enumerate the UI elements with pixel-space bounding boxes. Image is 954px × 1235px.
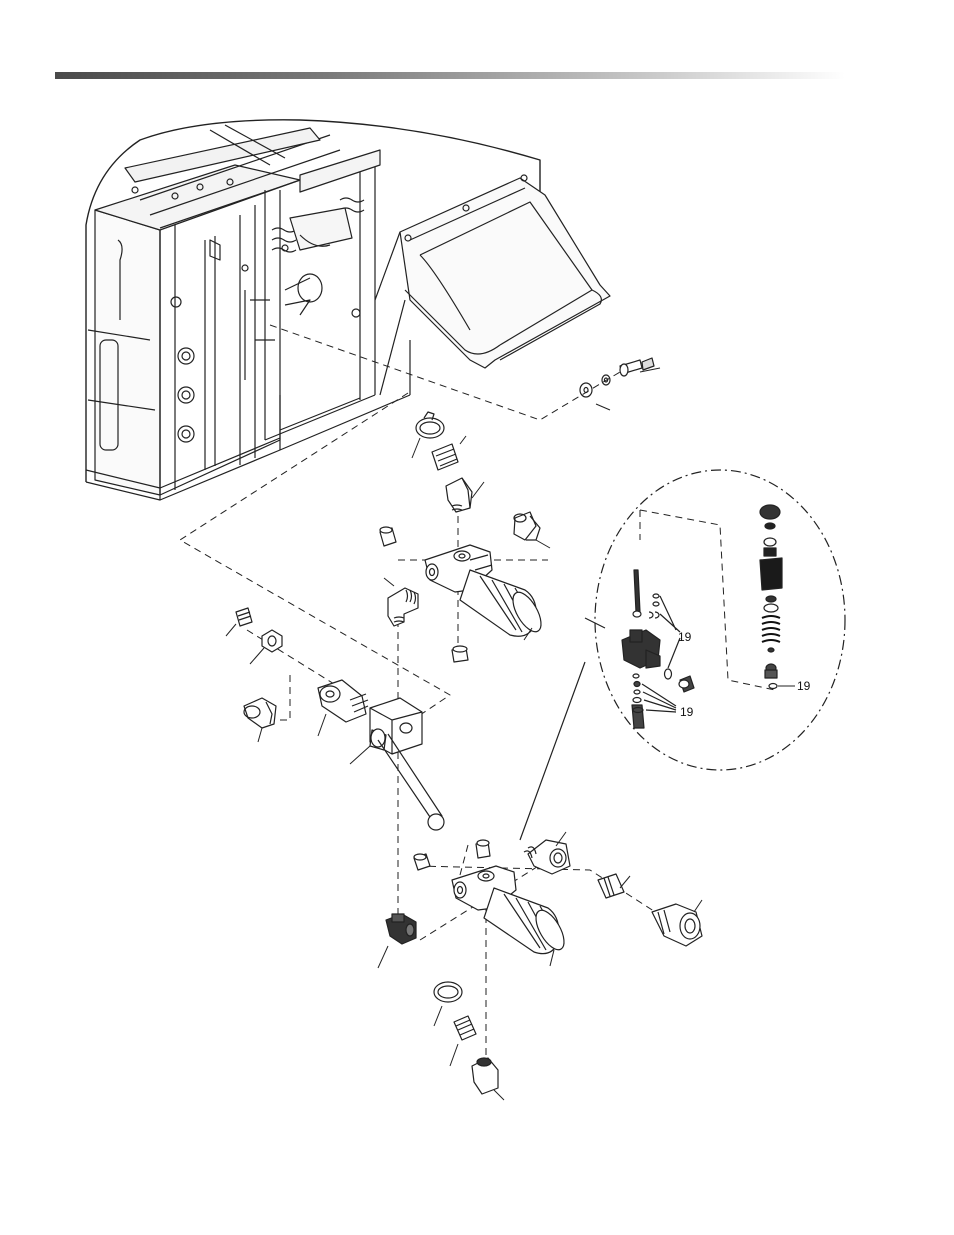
elbow-left — [244, 698, 276, 728]
detail-callout-label: 19 — [680, 705, 694, 719]
nut-lower — [476, 840, 490, 858]
ball-valve — [370, 698, 444, 830]
elbow-90-upper — [388, 588, 418, 626]
assembly-center-lines — [180, 325, 775, 1060]
upper-manifold-group — [380, 412, 547, 662]
left-fitting-group — [236, 608, 368, 728]
detail-inset: 19 19 19 — [520, 470, 845, 840]
tee-fitting-upper — [514, 512, 540, 540]
lower-manifold-group — [386, 840, 702, 1094]
hose-clamp-upper — [416, 412, 444, 438]
nut-upper — [452, 646, 468, 662]
barb-fitting-upper — [432, 444, 458, 470]
plug-lower — [414, 854, 430, 870]
nipple-fitting-left — [236, 608, 252, 626]
quick-coupler-lower — [652, 904, 702, 946]
elbow-90-lower — [386, 914, 416, 944]
nipple-lower — [598, 874, 624, 898]
callout-leader-lines — [226, 368, 702, 1100]
hex-nut-left — [262, 630, 282, 652]
hose-clamp-lower — [434, 982, 462, 1002]
barb-fitting-lower — [454, 1016, 476, 1040]
unloader-valve-lower — [452, 866, 570, 954]
detail-callout-label: 19 — [678, 630, 692, 644]
elbow-fitting-lower — [472, 1058, 498, 1094]
mounting-hardware — [580, 358, 654, 397]
elbow-fitting-upper — [446, 478, 472, 512]
detail-callout-label: 19 — [797, 679, 811, 693]
unloader-valve-upper — [425, 545, 547, 636]
plug-upper — [380, 527, 396, 546]
